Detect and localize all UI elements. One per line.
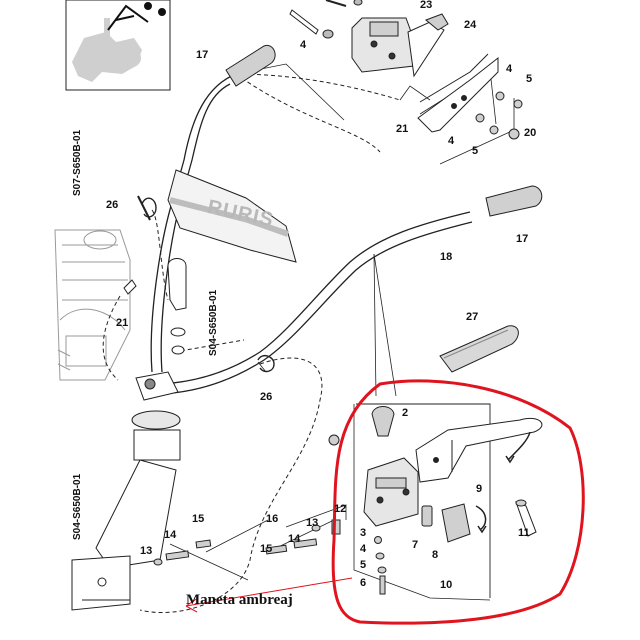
mounting-bracket <box>417 53 499 133</box>
callout-5: 5 <box>360 559 367 571</box>
nut-12 <box>328 434 340 446</box>
callout-23: 23 <box>420 0 433 11</box>
clutch-lever-9 <box>415 418 543 483</box>
caption-label: Maneta ambreaj <box>186 592 293 608</box>
spring-pin <box>167 258 187 355</box>
bolt-11 <box>515 499 537 537</box>
callout-4-lower: 4 <box>448 135 455 147</box>
callout-24: 24 <box>464 19 477 31</box>
thumbnail-silhouette <box>72 18 142 82</box>
callout-12: 12 <box>334 503 347 515</box>
callout-4-right: 4 <box>506 63 513 75</box>
callout-9: 9 <box>476 483 483 495</box>
highlight-outline <box>331 379 585 625</box>
callout-10: 10 <box>440 579 453 591</box>
callout-2: 2 <box>402 407 409 419</box>
mounting-foot <box>135 371 179 401</box>
callout-8: 8 <box>432 549 439 561</box>
throttle-lever-24 <box>407 13 449 78</box>
base-column <box>71 410 181 611</box>
callout-7: 7 <box>412 539 419 551</box>
throttle-control-23 <box>351 17 415 73</box>
callout-17-right: 17 <box>516 233 529 245</box>
pedal-27 <box>439 325 519 373</box>
callout-15-right: 15 <box>260 543 273 555</box>
callout-6: 6 <box>360 577 367 589</box>
callout-5-right: 5 <box>526 73 533 85</box>
section-code-s07: S07-S650B-01 <box>72 129 83 196</box>
bolt-21-left <box>123 279 137 295</box>
nuts-washers-right <box>475 91 523 140</box>
callout-13-left: 13 <box>140 545 153 557</box>
callout-16: 16 <box>266 513 279 525</box>
callout-14-left: 14 <box>164 529 177 541</box>
caption-arrow <box>185 577 353 613</box>
callout-4: 4 <box>360 543 367 555</box>
callout-21-left: 21 <box>116 317 129 329</box>
callout-27: 27 <box>466 311 479 323</box>
thumbnail-handle <box>107 2 166 31</box>
cable-paths <box>102 73 401 614</box>
stack-hardware <box>374 536 387 595</box>
grip-17-right <box>485 185 543 217</box>
callout-3: 3 <box>360 527 367 539</box>
grip-17-top <box>225 44 276 87</box>
engine-ghost <box>54 229 131 381</box>
callout-4-top: 4 <box>300 39 307 51</box>
callout-20: 20 <box>524 127 537 139</box>
section-code-s04-a: S04-S650B-01 <box>208 289 219 356</box>
ruris-shield <box>167 169 297 263</box>
callout-5-lower: 5 <box>472 145 479 157</box>
clamp-26-lower <box>257 354 275 373</box>
rotation-arrow <box>475 431 531 534</box>
callout-13-right: 13 <box>306 517 319 529</box>
clamp-26-upper <box>137 195 157 221</box>
callout-26-upper: 26 <box>106 199 119 211</box>
callout-26-lower: 26 <box>260 391 273 403</box>
callout-21-top: 21 <box>396 123 409 135</box>
small-hardware-top <box>289 0 363 39</box>
callout-11: 11 <box>518 527 530 539</box>
callout-14-right: 14 <box>288 533 301 545</box>
latch-8 <box>441 503 471 543</box>
callout-18: 18 <box>440 251 453 263</box>
callout-15-left: 15 <box>192 513 205 525</box>
section-code-s04-b: S04-S650B-01 <box>72 473 83 540</box>
callout-17-top: 17 <box>196 49 209 61</box>
lever-housing-10 <box>363 457 419 527</box>
lower-handle-bar <box>159 211 473 395</box>
spring-7 <box>421 505 433 527</box>
lever-cap-2 <box>371 406 395 437</box>
lower-bolts <box>153 519 341 566</box>
